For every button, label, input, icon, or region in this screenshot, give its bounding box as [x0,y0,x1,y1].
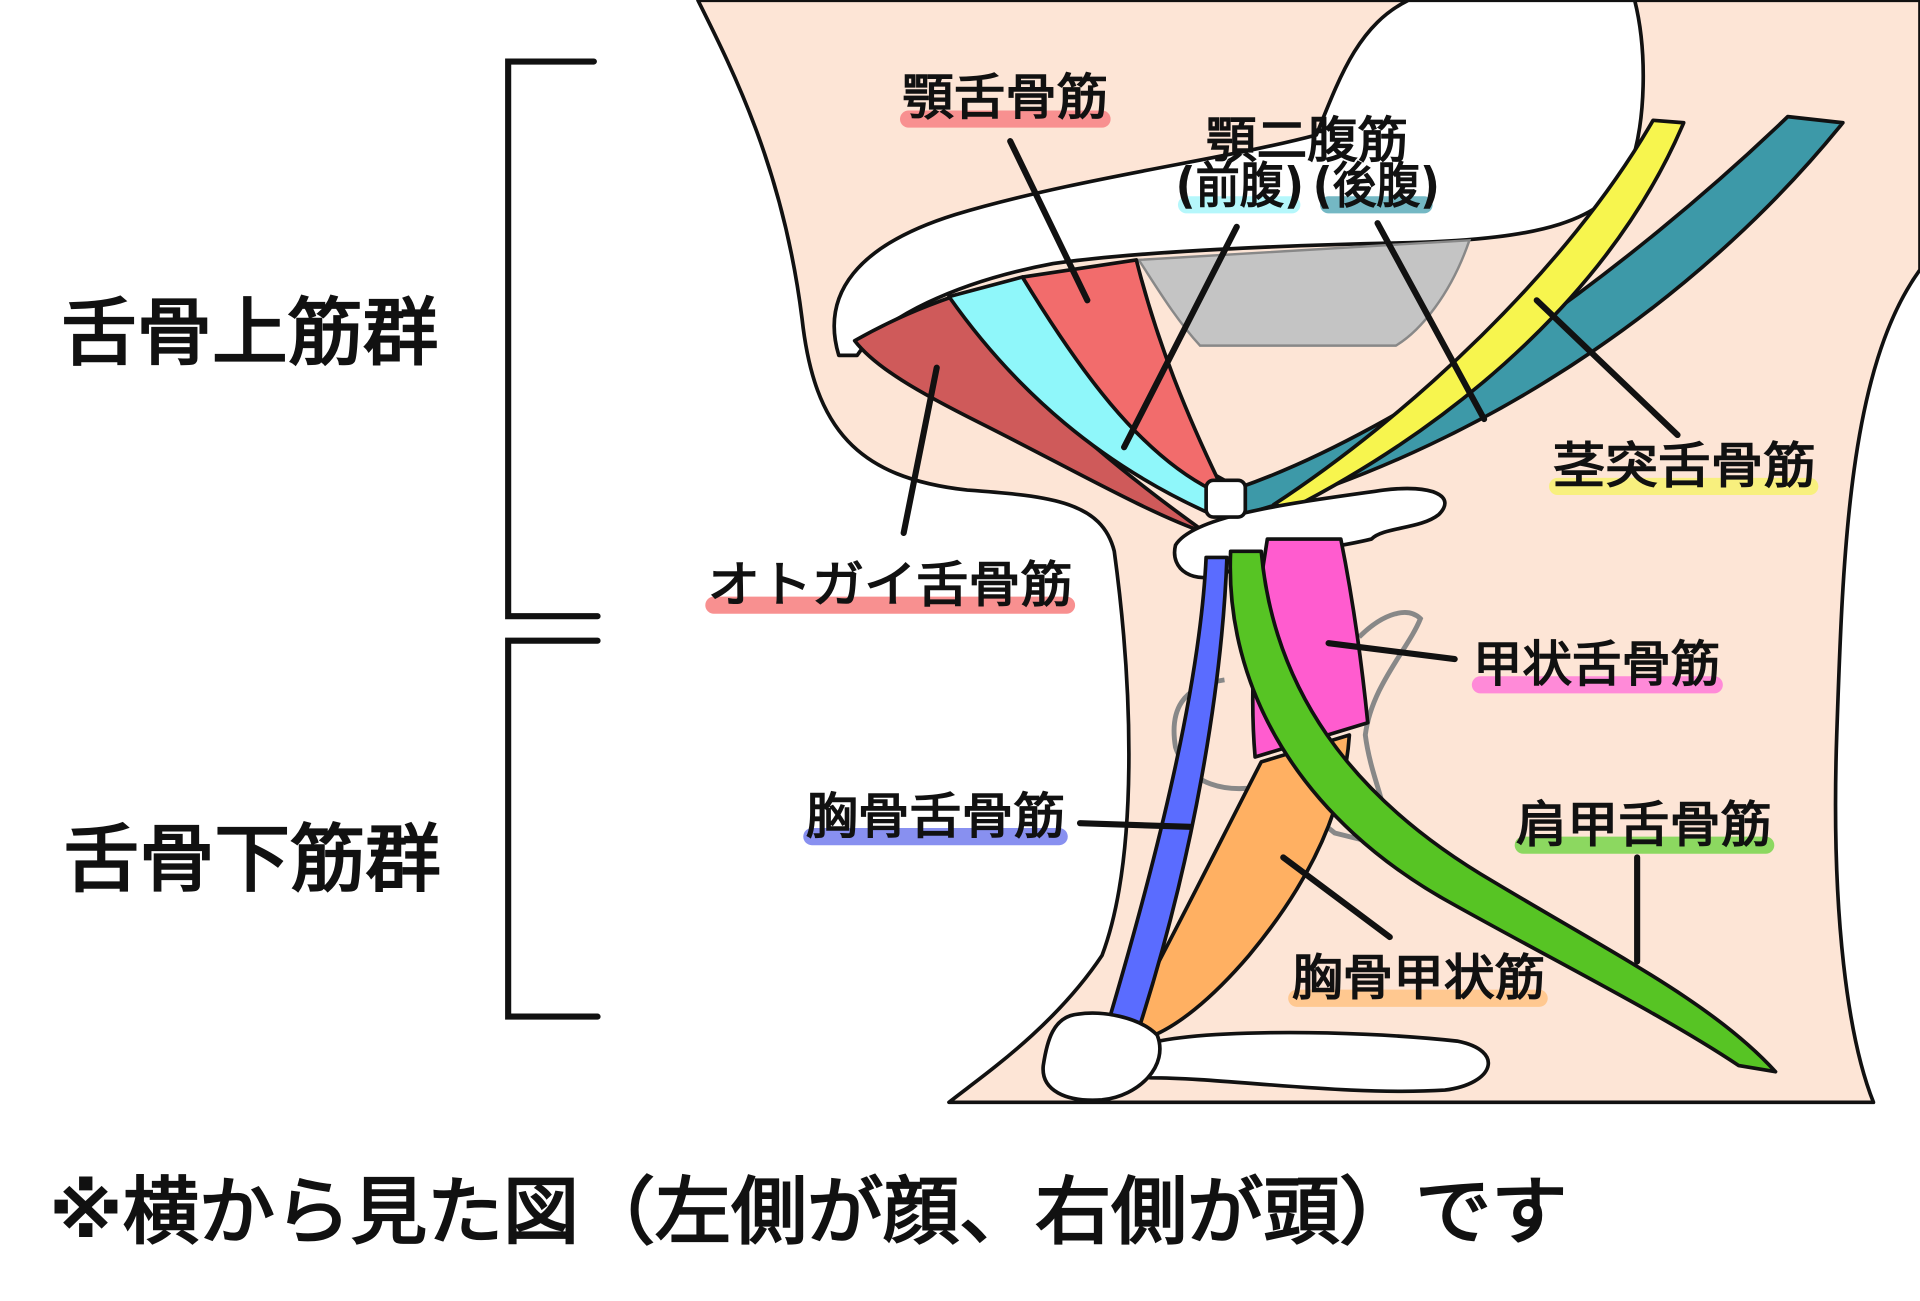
omohyoid-muscle [1228,549,1778,1074]
label-digastric: 顎二腹筋 [1206,112,1408,169]
leader-sternothyroid [1280,854,1393,941]
leader-digastric-anterior [1121,223,1240,451]
mandible [832,0,1646,358]
infrahyoid-bracket [505,637,601,1020]
hyoid-body [1204,478,1248,519]
clavicle [1121,1030,1491,1094]
label-thyrohyoid: 甲状舌骨筋 [1473,636,1720,693]
stylohyoid-muscle [1271,118,1686,511]
suprahyoid-bracket [505,58,601,620]
leader-sternohyoid [1076,820,1194,830]
label-omohyoid: 肩甲舌骨筋 [1516,797,1772,854]
highlight-sternohyoid [803,828,1068,846]
label-digastric-posterior: (後腹) [1313,157,1440,214]
leader-geniohyoid [900,364,940,537]
highlight-digastric-anterior [1177,196,1301,214]
highlight-stylohyoid [1548,477,1819,495]
label-geniohyoid: オトガイ舌骨筋 [708,557,1073,614]
label-sternohyoid: 胸骨舌骨筋 [806,788,1066,845]
label-sternothyroid: 胸骨甲状筋 [1292,950,1545,1007]
label-mylohyoid: 顎舌骨筋 [902,69,1108,126]
highlight-omohyoid [1514,836,1775,854]
label-digastric-anterior: (前腹) [1176,157,1305,214]
leader-thyrohyoid [1325,640,1458,663]
label-stylohyoid: 茎突舌骨筋 [1553,438,1816,495]
sternothyroid-muscle [1124,733,1352,1041]
highlight-digastric-posterior [1320,196,1433,214]
leader-digastric-posterior [1374,220,1488,423]
highlight-thyrohyoid [1471,676,1723,694]
highlight-geniohyoid [705,596,1076,614]
leader-stylohyoid [1533,297,1681,439]
group-suprahyoid: 舌骨上筋群 [61,291,438,376]
group-infrahyoid: 舌骨下筋群 [64,817,441,902]
highlight-mylohyoid [900,110,1111,128]
leader-mylohyoid [1007,138,1091,304]
sternum [1041,1011,1162,1103]
view-note: ※横から見た図（左側が顔、右側が頭）です [49,1170,1567,1255]
highlight-sternothyroid [1288,989,1548,1007]
salivary-gland [1136,238,1472,347]
